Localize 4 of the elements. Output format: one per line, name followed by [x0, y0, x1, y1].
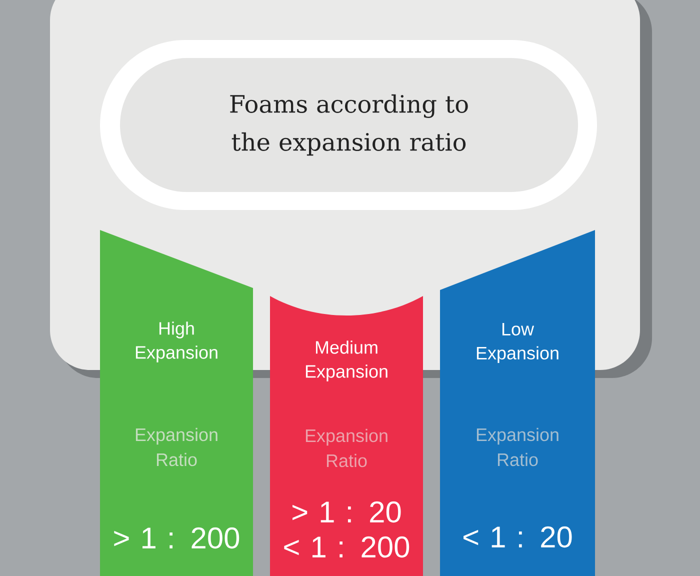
banner: High Expansion Expansion Ratio > 1 : 200 [100, 230, 253, 576]
title-pill: Foams according to the expansion ratio [100, 40, 597, 210]
banner: Low Expansion Expansion Ratio < 1 : 20 [440, 230, 595, 576]
banner: Medium Expansion Expansion Ratio > 1 : 20 < 1 : 200 [270, 296, 423, 576]
